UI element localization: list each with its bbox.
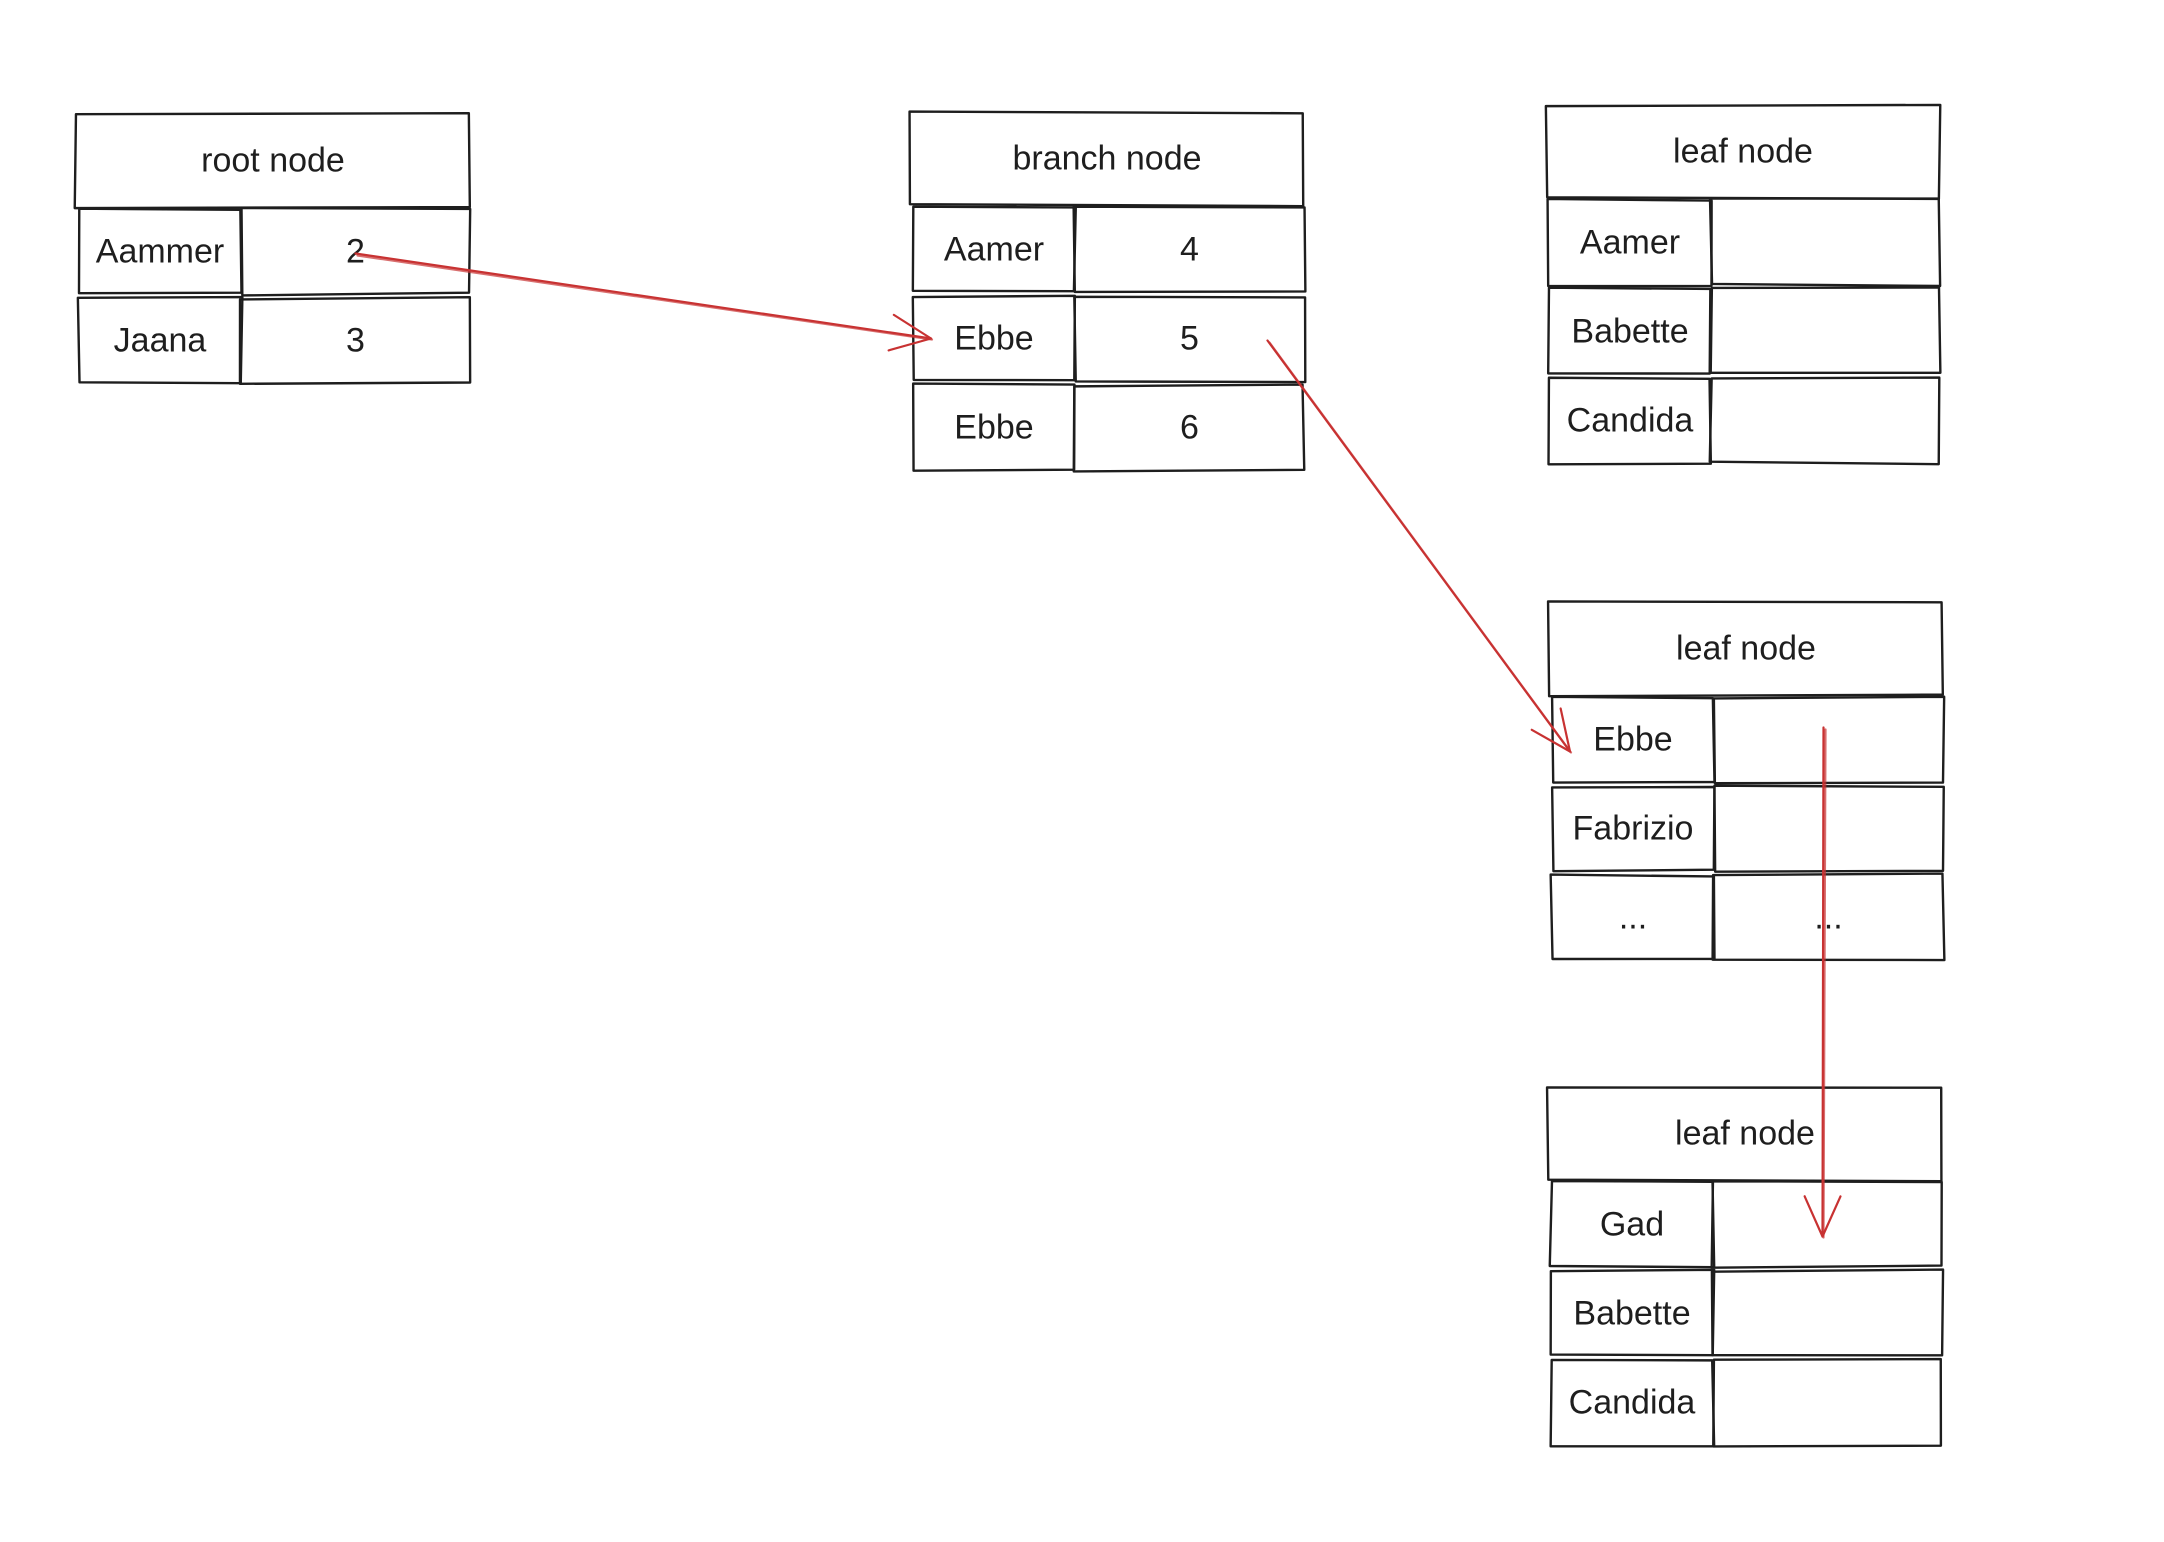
node-row: Ebbe 6 (911, 382, 1306, 473)
arrow-shaft (1821, 726, 1825, 1238)
value-cell (1710, 1180, 1943, 1269)
key-cell (1550, 785, 1716, 873)
node-row: Babette (1546, 286, 1942, 375)
node-row: Jaana 3 (76, 295, 472, 386)
row-key: Ebbe (1593, 721, 1672, 759)
node-title: leaf node (1676, 630, 1816, 668)
node-title-box (1546, 600, 1945, 698)
value-cell (1713, 784, 1945, 873)
key-cell (1546, 286, 1712, 375)
key-cell (1547, 376, 1713, 466)
row-key: ... (1619, 899, 1647, 937)
row-key: Ebbe (954, 409, 1033, 447)
node-row: Candida (1547, 376, 1941, 466)
row-value: 2 (346, 233, 365, 271)
node-row: Candida (1549, 1357, 1943, 1448)
node-title: leaf node (1675, 1115, 1815, 1153)
arrows-layer (354, 252, 1842, 1239)
row-key: Gad (1600, 1206, 1664, 1244)
row-key: Fabrizio (1573, 810, 1694, 848)
node-row: Fabrizio (1550, 784, 1945, 873)
arrow-shaft-sketch (1822, 728, 1827, 1239)
pointer-arrow (1266, 339, 1573, 754)
value-cell (240, 206, 472, 297)
row-value: 4 (1180, 231, 1199, 269)
pointer-arrow (354, 252, 934, 352)
value-cell (1708, 197, 1942, 288)
row-key: Babette (1573, 1295, 1690, 1333)
value-cell (1072, 205, 1307, 294)
value-cell (1711, 872, 1946, 962)
value-cell (1710, 1268, 1945, 1357)
row-key: Aamer (1580, 224, 1680, 262)
row-key: Babette (1571, 313, 1688, 351)
node-title: branch node (1012, 140, 1201, 178)
pointer-arrow (1803, 726, 1842, 1239)
row-value: 5 (1180, 320, 1199, 358)
row-value: 3 (346, 322, 365, 360)
leaf2-node: leaf nodeEbbeFabrizio...... (1546, 600, 1946, 962)
node-row: Aamer 4 (911, 205, 1307, 294)
row-value: 6 (1180, 409, 1199, 447)
node-row: Ebbe (1550, 695, 1946, 785)
node-row: Gad (1548, 1179, 1943, 1269)
node-row: Ebbe 5 (911, 294, 1307, 384)
arrow-shaft-sketch (1268, 341, 1573, 754)
node-title-box (73, 112, 472, 210)
arrow-head (1530, 707, 1572, 753)
node-title: root node (201, 142, 345, 180)
node-row: ...... (1549, 872, 1946, 962)
key-cell (1546, 197, 1713, 288)
row-key: Candida (1569, 1384, 1696, 1422)
arrow-head (887, 313, 933, 352)
row-key: Ebbe (954, 320, 1033, 358)
node-title-box (908, 110, 1305, 208)
row-key: Candida (1567, 402, 1694, 440)
arrow-shaft-sketch (356, 254, 934, 341)
row-key: Jaana (114, 322, 207, 360)
arrow-head (1803, 1195, 1842, 1238)
node-row: Aammer 2 (77, 206, 472, 297)
key-cell (911, 294, 1077, 382)
node-title: leaf node (1673, 133, 1813, 171)
node-row: Aamer (1546, 197, 1942, 288)
value-cell (1708, 376, 1941, 466)
row-key: Aammer (96, 233, 224, 271)
value-cell (1073, 295, 1307, 384)
row-value: ... (1814, 899, 1842, 937)
value-cell (1712, 695, 1946, 785)
value-cell (1712, 1357, 1943, 1448)
value-cell (1709, 286, 1942, 375)
row-key: Aamer (944, 231, 1044, 269)
node-row: Babette (1549, 1268, 1945, 1357)
value-cell (1072, 383, 1306, 473)
value-cell (238, 295, 472, 386)
